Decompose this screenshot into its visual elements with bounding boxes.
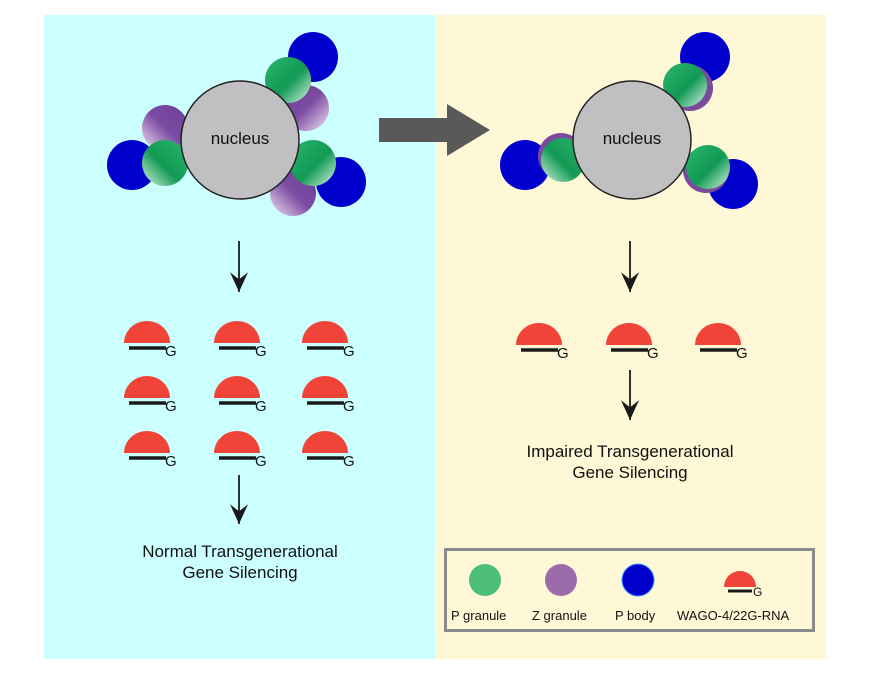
outcome-line-2: Gene Silencing bbox=[182, 563, 298, 582]
wago-protein-icon bbox=[124, 376, 170, 398]
rna-g-label: G bbox=[165, 343, 177, 360]
outcome-line-1: Normal Transgenerational bbox=[142, 542, 338, 561]
wago-protein-icon bbox=[516, 323, 562, 345]
p-granule-icon bbox=[686, 145, 730, 189]
nucleus-label-right: nucleus bbox=[602, 129, 662, 148]
rna-g-label: G bbox=[165, 398, 177, 415]
wago-protein-icon bbox=[214, 431, 260, 453]
wago-protein-icon bbox=[302, 431, 348, 453]
legend-wago-icon: G bbox=[724, 571, 762, 599]
wago-complexes: G G G G G G G G G G G G bbox=[124, 321, 748, 470]
wago-22g-rna-complex: G bbox=[606, 323, 659, 362]
left-granule-cluster bbox=[107, 32, 366, 216]
wago-22g-rna-complex: G bbox=[695, 323, 748, 362]
legend-label-p-granule: P granule bbox=[451, 608, 507, 623]
nucleus bbox=[572, 80, 692, 200]
wago-protein-icon bbox=[214, 376, 260, 398]
legend-p-body-icon bbox=[621, 563, 655, 597]
wago-22g-rna-complex: G bbox=[214, 431, 267, 470]
rna-g-label: G bbox=[165, 453, 177, 470]
right-granule-cluster bbox=[500, 32, 758, 209]
wago-22g-rna-complex: G bbox=[214, 376, 267, 415]
rna-g-label: G bbox=[343, 453, 355, 470]
p-granule-icon bbox=[663, 63, 707, 107]
legend bbox=[444, 548, 815, 632]
transition-arrow-icon bbox=[379, 104, 490, 156]
rna-g-label: G bbox=[647, 345, 659, 362]
rna-g-label: G bbox=[255, 343, 267, 360]
legend-label-z-granule: Z granule bbox=[532, 608, 587, 623]
wago-protein-icon bbox=[124, 431, 170, 453]
wago-protein-icon bbox=[606, 323, 652, 345]
wago-protein-icon bbox=[302, 321, 348, 343]
wago-22g-rna-complex: G bbox=[302, 431, 355, 470]
normal-outcome-label: Normal Transgenerational Gene Silencing bbox=[100, 541, 380, 583]
wago-22g-rna-complex: G bbox=[124, 321, 177, 360]
p-granule-icon bbox=[290, 140, 336, 186]
p-granule-icon bbox=[265, 57, 311, 103]
wago-22g-rna-complex: G bbox=[302, 321, 355, 360]
p-body-icon bbox=[500, 140, 550, 190]
nucleus bbox=[180, 80, 300, 200]
p-body-icon bbox=[107, 140, 157, 190]
rna-g-label: G bbox=[343, 343, 355, 360]
wago-protein-icon bbox=[124, 321, 170, 343]
rna-g-label: G bbox=[255, 398, 267, 415]
p-granule-icon bbox=[142, 140, 188, 186]
wago-protein-icon bbox=[302, 376, 348, 398]
rna-g-label: G bbox=[343, 398, 355, 415]
legend-z-granule-icon bbox=[545, 564, 577, 596]
wago-22g-rna-complex: G bbox=[124, 431, 177, 470]
legend-p-granule-icon bbox=[469, 564, 501, 596]
wago-22g-rna-complex: G bbox=[124, 376, 177, 415]
wago-22g-rna-complex: G bbox=[516, 323, 569, 362]
rna-g-label: G bbox=[255, 453, 267, 470]
outcome-line-1: Impaired Transgenerational bbox=[526, 442, 734, 461]
impaired-outcome-label: Impaired Transgenerational Gene Silencin… bbox=[480, 441, 780, 483]
z-granule-icon bbox=[142, 105, 188, 151]
svg-text:G: G bbox=[753, 585, 762, 599]
wago-protein-icon bbox=[214, 321, 260, 343]
wago-22g-rna-complex: G bbox=[214, 321, 267, 360]
wago-protein-icon bbox=[695, 323, 741, 345]
nucleus-label-left: nucleus bbox=[210, 129, 270, 148]
rna-g-label: G bbox=[736, 345, 748, 362]
legend-label-p-body: P body bbox=[615, 608, 656, 623]
outcome-line-2: Gene Silencing bbox=[572, 463, 688, 482]
legend-label-wago: WAGO-4/22G-RNA bbox=[677, 608, 790, 623]
wago-22g-rna-complex: G bbox=[302, 376, 355, 415]
rna-g-label: G bbox=[557, 345, 569, 362]
